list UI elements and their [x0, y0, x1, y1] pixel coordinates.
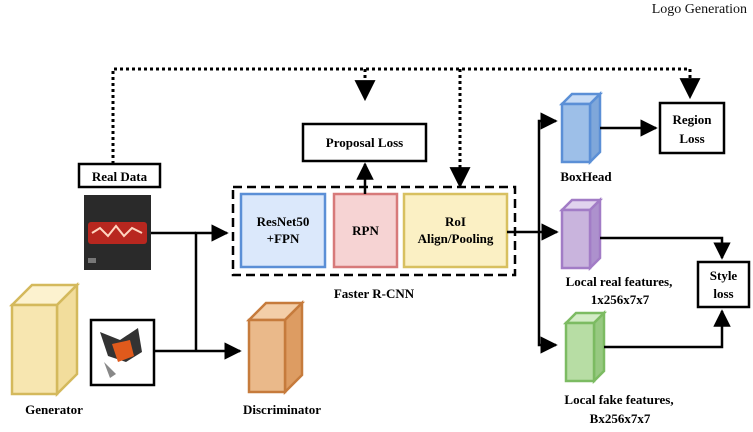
svg-text:+FPN: +FPN — [267, 231, 300, 246]
page-title: Logo Generation — [651, 2, 747, 17]
discriminator-label: Discriminator — [243, 402, 321, 417]
features-to-style-arrows — [600, 236, 731, 349]
local-real-dims: 1x256x7x7 — [591, 292, 650, 307]
svg-text:Region: Region — [673, 112, 713, 127]
svg-text:RPN: RPN — [352, 223, 379, 238]
real-data-box: Real Data — [77, 162, 162, 189]
svg-text:ResNet50: ResNet50 — [257, 214, 310, 229]
svg-text:RoI: RoI — [445, 214, 466, 229]
generator-cube — [8, 281, 81, 398]
svg-text:Proposal Loss: Proposal Loss — [326, 135, 403, 150]
output-branch-arrows — [507, 112, 559, 354]
local-real-label: Local real features, — [566, 274, 673, 289]
local-fake-features-cube — [562, 309, 608, 385]
region-loss-box: Region Loss — [658, 101, 726, 155]
svg-text:Loss: Loss — [679, 131, 704, 146]
real-data-label: Real Data — [92, 169, 148, 184]
boxhead-cube — [558, 90, 604, 166]
svg-text:Align/Pooling: Align/Pooling — [418, 231, 494, 246]
discriminator-cube — [245, 299, 306, 396]
local-real-features-cube — [558, 196, 604, 272]
proposal-loss-box: Proposal Loss — [301, 122, 428, 163]
real-logo-image — [84, 195, 151, 270]
generator-label: Generator — [25, 402, 83, 417]
boxhead-label: BoxHead — [560, 169, 612, 184]
style-loss-box: Style loss — [696, 260, 751, 309]
svg-text:Style: Style — [710, 268, 738, 283]
input-arrows — [151, 224, 242, 360]
rpn-block: RPN — [332, 192, 399, 269]
local-fake-dims: Bx256x7x7 — [590, 411, 651, 426]
resnet-fpn-block: ResNet50 +FPN — [239, 192, 327, 269]
svg-text:loss: loss — [713, 286, 733, 301]
dotted-feedback-lines — [111, 67, 701, 189]
local-fake-label: Local fake features, — [564, 392, 673, 407]
faster-rcnn-label: Faster R-CNN — [334, 286, 415, 301]
roi-align-block: RoI Align/Pooling — [402, 192, 509, 269]
fake-logo-image — [89, 318, 156, 387]
